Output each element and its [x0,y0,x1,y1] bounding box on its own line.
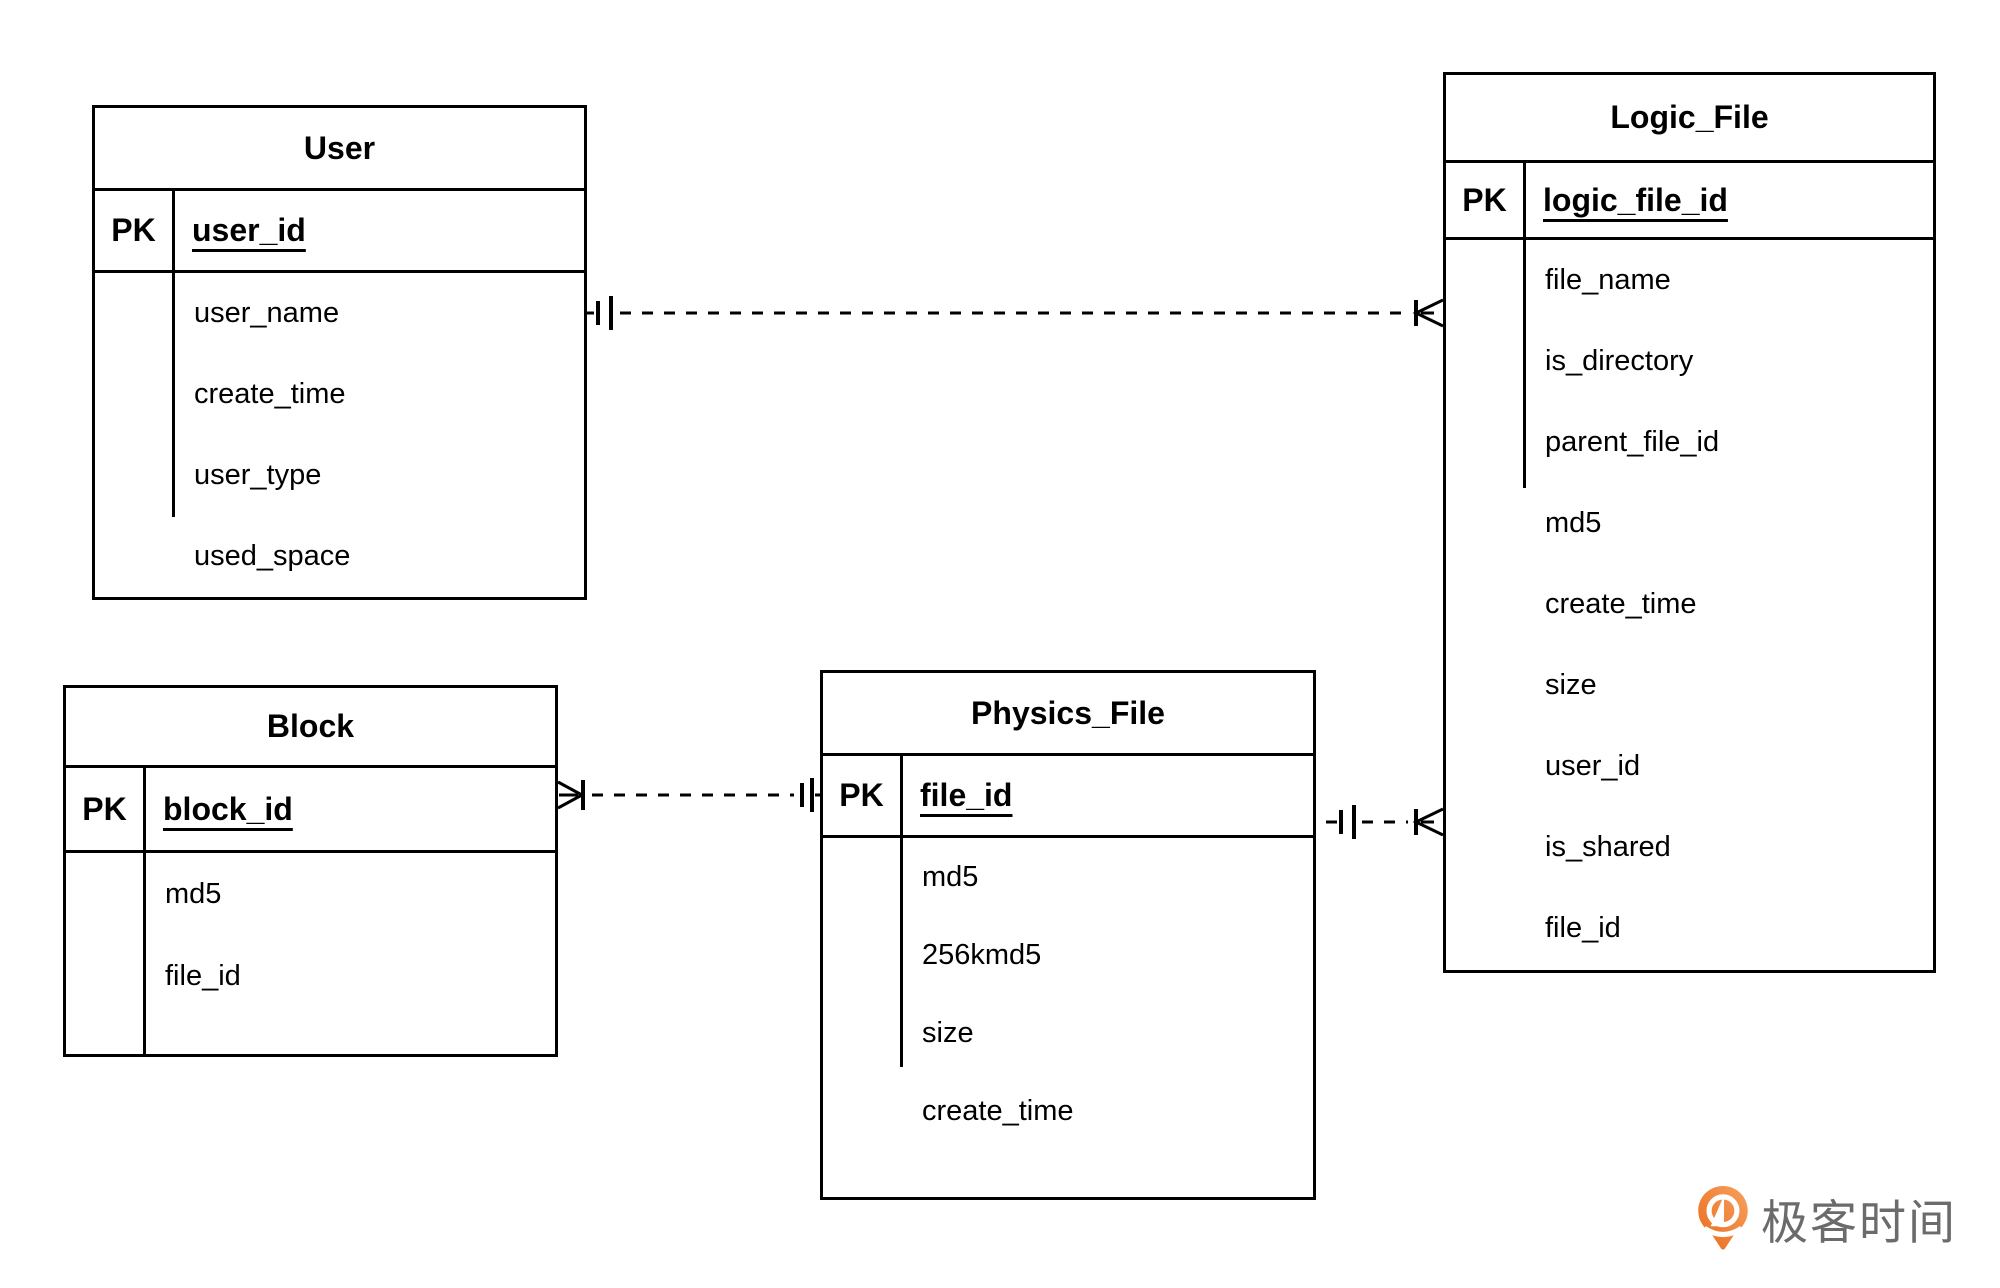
pk-column-divider [900,838,903,1067]
field-row: create_time [1545,588,1697,620]
entity-logic-file-body: file_name is_directory parent_file_id md… [1446,240,1933,969]
pk-column-divider [172,273,175,517]
entity-block-body: md5 file_id [66,853,555,1054]
entity-block-pk-row: PK block_id [66,768,555,853]
field-row: parent_file_id [1545,426,1720,458]
field-row: create_time [922,1094,1074,1127]
field-row: file_id [165,959,241,992]
pk-label: PK [823,756,903,835]
crow-foot-many [1412,298,1444,328]
crow-foot-many [1412,807,1444,837]
geektime-logo-text: 极客时间 [1761,1195,1957,1249]
pk-field: file_id [903,756,1313,835]
pk-column-divider [1523,240,1526,488]
entity-block: Block PK block_id md5 file_id [63,685,558,1057]
entity-user-title: User [95,108,584,191]
pk-label: PK [1446,163,1526,237]
pk-field-name: block_id [163,790,293,827]
geektime-logo-icon [1698,1186,1748,1250]
field-row: used_space [194,540,351,572]
relationship-block-physics-file [557,778,820,812]
entity-user: User PK user_id user_name create_time us… [92,105,587,600]
field-row: md5 [922,860,979,893]
field-row: user_name [194,297,340,329]
field-row: file_id [1545,912,1621,944]
field-row: create_time [194,378,346,410]
pk-field-name: logic_file_id [1543,181,1728,218]
entity-physics-file-body: md5 256kmd5 size create_time [823,838,1313,1150]
pk-field: user_id [175,191,584,270]
entity-physics-file: Physics_File PK file_id md5 256kmd5 size… [820,670,1316,1200]
relationship-user-logic-file [585,296,1444,330]
field-row: md5 [165,877,222,910]
entity-user-body: user_name create_time user_type used_spa… [95,273,584,597]
pk-field-name: file_id [920,777,1013,813]
pk-field: block_id [146,768,555,850]
field-row: user_id [1545,750,1641,782]
entity-user-pk-row: PK user_id [95,191,584,273]
pk-field-name: user_id [192,212,306,248]
entity-logic-file: Logic_File PK logic_file_id file_name is… [1443,72,1936,973]
field-row: size [1545,669,1597,701]
entity-physics-file-title: Physics_File [823,673,1313,756]
entity-physics-file-pk-row: PK file_id [823,756,1313,838]
entity-block-title: Block [66,688,555,768]
pk-column-divider [143,853,146,1054]
field-row: file_name [1545,264,1671,296]
pk-label: PK [66,768,146,850]
field-row: user_type [194,459,322,491]
field-row: is_directory [1545,345,1694,377]
relationship-physics-file-logic-file [1326,805,1444,839]
entity-logic-file-pk-row: PK logic_file_id [1446,163,1933,240]
field-row: md5 [1545,507,1602,539]
pk-field: logic_file_id [1526,163,1933,237]
pk-label: PK [95,191,175,270]
field-row: size [922,1016,974,1049]
field-row: is_shared [1545,831,1671,863]
entity-logic-file-title: Logic_File [1446,75,1933,163]
geektime-logo: 极客时间 [1697,1184,1957,1252]
field-row: 256kmd5 [922,938,1042,971]
